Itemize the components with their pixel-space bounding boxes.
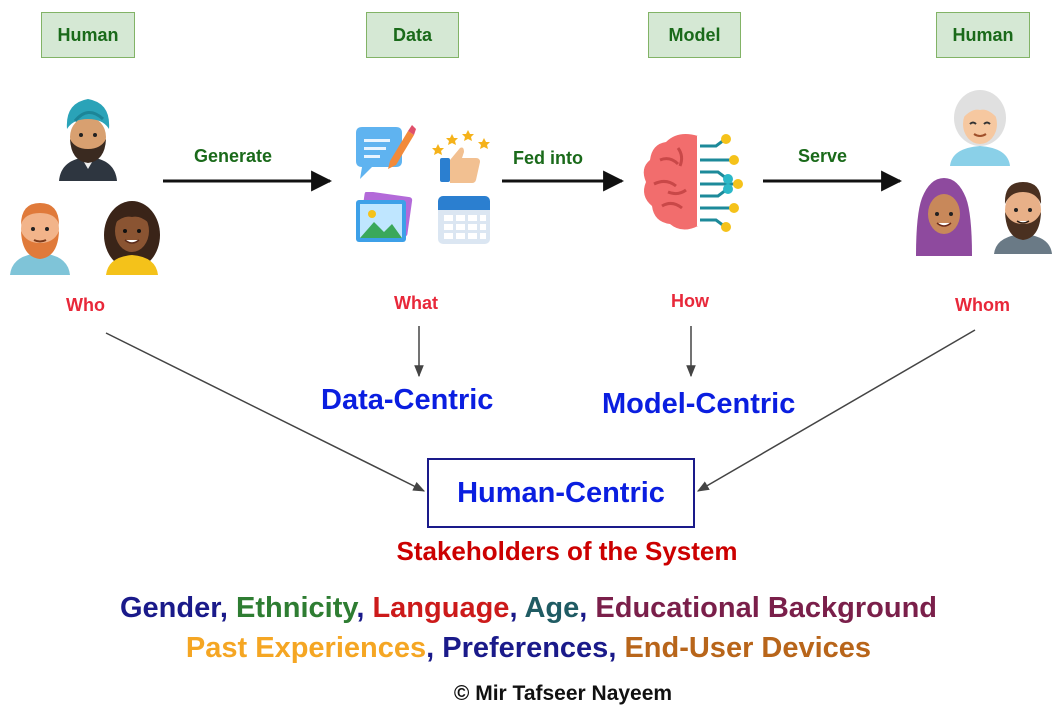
- attr-age: Age: [524, 592, 580, 624]
- human-centric-box: Human-Centric: [427, 458, 695, 528]
- attr-separator: ,: [426, 632, 443, 664]
- model-centric-label: Model-Centric: [602, 388, 796, 420]
- woman-curly-hair-icon: [104, 201, 160, 275]
- image-gallery-icon: [356, 192, 413, 242]
- stage-human-box-2: Human: [936, 12, 1030, 58]
- how-label: How: [671, 291, 709, 311]
- elderly-woman-icon: [950, 90, 1010, 166]
- generate-label: Generate: [194, 146, 273, 166]
- data-centric-label: Data-Centric: [321, 384, 494, 416]
- attr-preferences: Preferences: [442, 632, 609, 664]
- attr-language: Language: [372, 592, 510, 624]
- what-label: What: [394, 293, 438, 313]
- rating-thumbs-up-icon: [432, 130, 490, 183]
- chat-bubble-edit-icon: [356, 125, 416, 179]
- attr-past-experiences: Past Experiences: [185, 632, 427, 664]
- attr-educational-background: Educational Background: [595, 592, 938, 624]
- attr-end-user-devices: End-User Devices: [624, 632, 872, 664]
- man-turban-icon: [59, 99, 117, 181]
- attr-ethnicity: Ethnicity: [236, 592, 357, 624]
- stage-data-box: Data: [366, 12, 459, 58]
- attr-separator: ,: [219, 592, 237, 624]
- attr-gender: Gender: [119, 592, 220, 624]
- human-centric-label: Human-Centric: [457, 476, 665, 509]
- serve-label: Serve: [798, 146, 848, 166]
- man-red-beard-icon: [10, 203, 70, 275]
- stage-model-box: Model: [648, 12, 741, 58]
- attr-separator: ,: [509, 592, 525, 624]
- attr-separator: ,: [579, 592, 596, 624]
- attributes-line-1: Gender, Ethnicity, Language, Age, Educat…: [0, 592, 1057, 625]
- whom-to-human-centric-arrow: [696, 329, 976, 492]
- attributes-line-2: Past Experiences, Preferences, End-User …: [0, 632, 1057, 665]
- attr-separator: ,: [608, 632, 625, 664]
- attr-separator: ,: [356, 592, 373, 624]
- spreadsheet-table-icon: [438, 196, 490, 244]
- stage-human-box: Human: [41, 12, 135, 58]
- who-to-human-centric-arrow: [105, 332, 426, 492]
- brain-circuit-icon: [643, 134, 743, 232]
- whom-label: Whom: [955, 295, 1010, 315]
- man-beard-icon: [994, 182, 1052, 254]
- copyright-label: © Mir Tafseer Nayeem: [453, 682, 673, 705]
- who-label: Who: [66, 295, 105, 315]
- woman-hijab-icon: [916, 178, 972, 256]
- stakeholders-label: Stakeholders of the System: [396, 536, 738, 566]
- fed-into-label: Fed into: [513, 148, 583, 168]
